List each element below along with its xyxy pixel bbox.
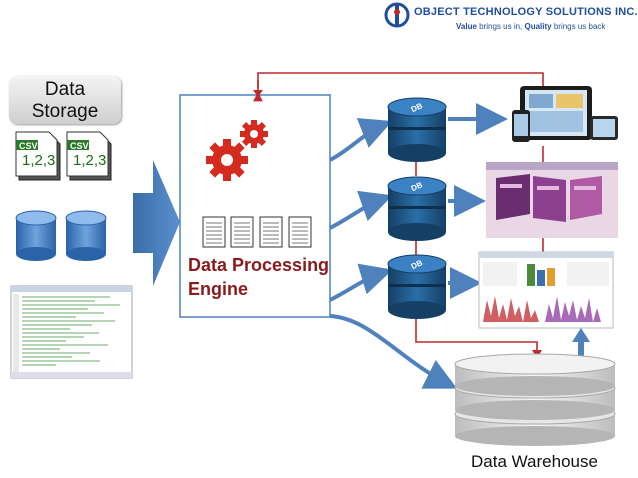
input-arrow	[133, 160, 180, 286]
db-cylinder-icon: DB	[387, 176, 447, 241]
csv-tag: CSV	[70, 141, 89, 151]
document-icons	[202, 216, 312, 248]
flow-arrow	[329, 314, 458, 389]
flow-arrow	[329, 190, 393, 230]
data-warehouse-label: Data Warehouse	[471, 452, 598, 471]
flow-arrow	[329, 118, 393, 162]
engine-label-line2: Engine	[188, 279, 249, 299]
data-storage-line2: Storage	[31, 101, 99, 122]
company-logo-icon	[384, 2, 410, 28]
database-cylinder-icon	[65, 210, 107, 261]
db-cylinder-icon: DB	[387, 254, 447, 319]
tagline-quality: Quality	[524, 22, 552, 31]
feedback-line	[253, 72, 544, 102]
csv-file-icon	[66, 131, 112, 181]
database-cylinder-icon	[15, 210, 57, 261]
gear-icon	[206, 139, 248, 181]
tagline-value: Value	[456, 22, 477, 31]
db-cylinder-icon: DB	[387, 97, 447, 162]
csv-values: 1,2,3	[73, 152, 107, 169]
dashboard-screens-image	[486, 162, 618, 238]
mobile-devices-image	[512, 86, 618, 142]
csv-tag: CSV	[19, 141, 38, 151]
company-name: OBJECT TECHNOLOGY SOLUTIONS INC.	[414, 6, 638, 18]
engine-label-line1: Data Processing	[188, 255, 330, 275]
document-icon	[202, 216, 226, 248]
data-storage-line1: Data	[44, 79, 86, 100]
engine-label: Data Processing Engine	[188, 253, 329, 301]
gear-icon	[240, 120, 268, 148]
log-file-thumbnail	[10, 285, 133, 379]
tagline-mid: brings us in,	[476, 22, 525, 31]
tagline-end: brings us back	[551, 22, 606, 31]
data-storage-label: Data Storage	[9, 76, 121, 124]
csv-values: 1,2,3	[22, 152, 56, 169]
analytics-dashboard-image	[478, 251, 614, 329]
company-tagline: Value brings us in, Quality brings us ba…	[456, 22, 605, 31]
flow-arrow	[329, 263, 393, 302]
document-icon	[230, 216, 254, 248]
data-warehouse-icon	[454, 353, 616, 446]
csv-file-icon	[15, 131, 61, 181]
document-icon	[259, 216, 283, 248]
document-icon	[288, 216, 312, 248]
